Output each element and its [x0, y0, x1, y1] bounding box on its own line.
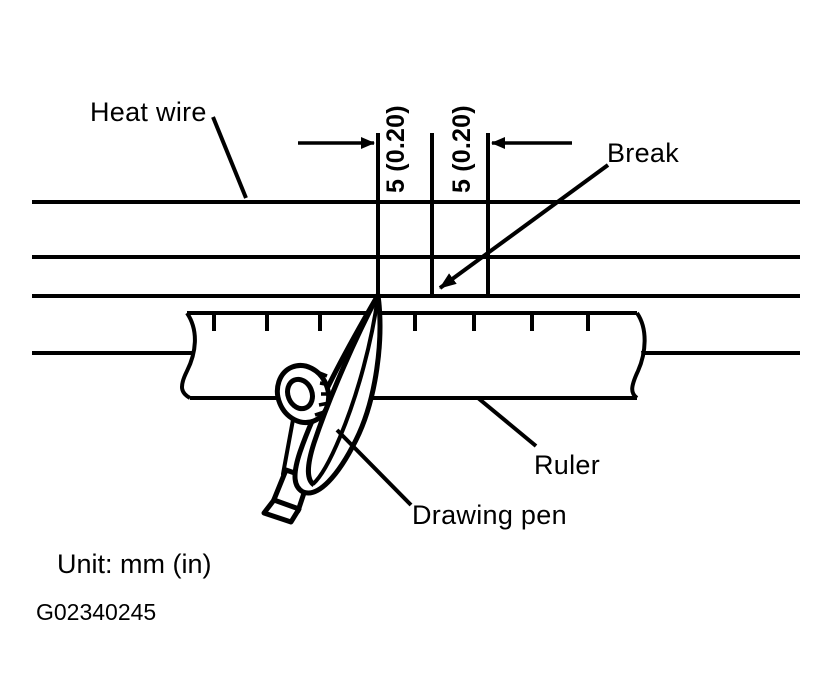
ruler	[180, 311, 647, 400]
knurl-tick	[319, 381, 331, 387]
ruler-ticks	[212, 313, 590, 331]
drawing-pen	[261, 292, 383, 525]
leader-line-heat-wire	[211, 116, 248, 199]
figure-text-labels: Heat wire Break Ruler Drawing pen Unit: …	[36, 97, 679, 625]
ruler-left-break-edge	[180, 311, 197, 400]
adjustment-wheel-knurling	[314, 370, 331, 417]
leader-lines	[211, 116, 610, 507]
knurl-tick	[316, 370, 328, 378]
knurl-tick	[314, 410, 325, 417]
dimension-labels: 5 (0.20) 5 (0.20)	[382, 105, 476, 193]
label-unit-note: Unit: mm (in)	[57, 549, 212, 579]
adjustment-wheel-inner	[285, 376, 315, 412]
knurl-tick	[318, 401, 330, 407]
leader-line-drawing-pen	[335, 428, 413, 507]
label-heat-wire: Heat wire	[90, 97, 207, 127]
ruler-outline	[183, 312, 643, 398]
pen-adjustment-wheel	[274, 363, 332, 425]
label-break: Break	[607, 138, 679, 168]
pen-grip-segment-lower	[261, 497, 302, 525]
figure-id-code: G02340245	[36, 599, 156, 625]
dimension-label-right: 5 (0.20)	[448, 105, 476, 193]
label-ruler: Ruler	[534, 450, 600, 480]
pen-nib-inner-edge	[305, 293, 381, 488]
ruler-right-break-edge	[630, 311, 647, 400]
dimension-extension-lines	[376, 133, 490, 296]
label-drawing-pen: Drawing pen	[412, 500, 567, 530]
pen-nib-outer-sliver	[311, 295, 380, 486]
dimension-label-left: 5 (0.20)	[382, 105, 410, 193]
leader-line-break	[438, 163, 610, 290]
leader-line-ruler	[476, 396, 538, 448]
